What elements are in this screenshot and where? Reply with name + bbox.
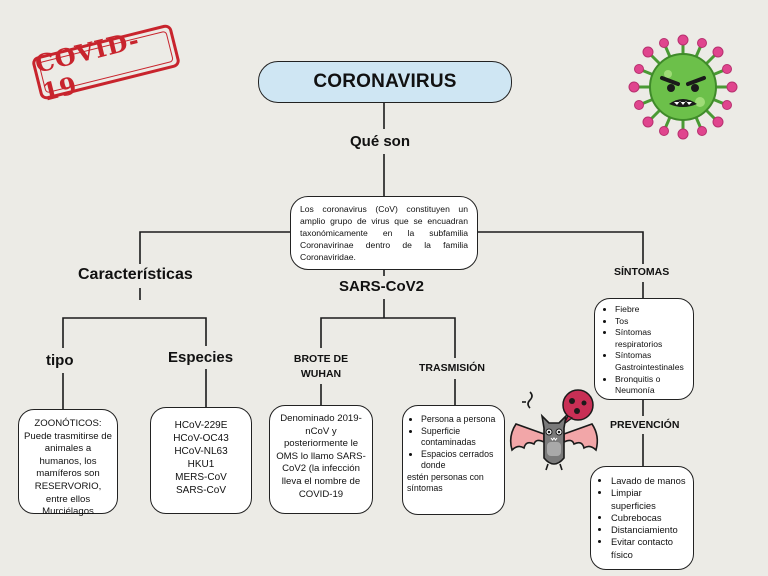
sintoma-item: Bronquitis o Neumonía bbox=[615, 374, 689, 397]
especie-item: SARS-CoV bbox=[175, 485, 226, 496]
sintoma-item: Tos bbox=[615, 316, 689, 328]
prevencion-item: Distanciamiento bbox=[611, 524, 689, 536]
trasmision-box: Persona a personaSuperficie contaminadas… bbox=[402, 405, 505, 515]
trasmision-label: TRASMISIÓN bbox=[419, 362, 485, 374]
definition-box: Los coronavirus (CoV) constituyen un amp… bbox=[290, 196, 478, 270]
trasmision-item: Persona a persona bbox=[421, 414, 500, 426]
prevencion-item: Lavado de manos bbox=[611, 475, 689, 487]
especie-item: HKU1 bbox=[187, 459, 215, 470]
tipo-text: ZOONÓTICOS: Puede trasmitirse de animale… bbox=[24, 418, 112, 518]
especie-item: HCoV-OC43 bbox=[173, 433, 229, 444]
sintoma-item: Síntomas respiratorios bbox=[615, 327, 689, 350]
trasmision-list: Persona a personaSuperficie contaminadas… bbox=[407, 414, 500, 472]
prevencion-label: PREVENCIÓN bbox=[610, 419, 680, 431]
prevencion-box: Lavado de manosLimpiar superficiesCubreb… bbox=[590, 466, 694, 570]
especies-label: Especies bbox=[168, 349, 234, 366]
trasmision-extra: estén personas con síntomas bbox=[407, 471, 484, 494]
especie-item: MERS-CoV bbox=[175, 472, 227, 483]
especie-item: HCoV-NL63 bbox=[174, 446, 228, 457]
sintomas-label: SÍNTOMAS bbox=[614, 266, 670, 278]
tipo-label: tipo bbox=[46, 352, 74, 369]
brote-text: Denominado 2019-nCoV y posteriormente le… bbox=[276, 413, 366, 500]
trasmision-item: Superficie contaminadas bbox=[421, 426, 500, 449]
especie-item: HCoV-229E bbox=[174, 420, 228, 431]
prevencion-item: Evitar contacto físico bbox=[611, 536, 689, 561]
sintomas-box: FiebreTosSíntomas respiratoriosSíntomas … bbox=[594, 298, 694, 400]
sintomas-list: FiebreTosSíntomas respiratoriosSíntomas … bbox=[601, 304, 689, 397]
sintoma-item: Fiebre bbox=[615, 304, 689, 316]
tipo-box: ZOONÓTICOS: Puede trasmitirse de animale… bbox=[18, 409, 118, 517]
brote-box: Denominado 2019-nCoV y posteriormente le… bbox=[269, 405, 373, 514]
page-title: CORONAVIRUS bbox=[313, 71, 457, 92]
que-son-label: Qué son bbox=[350, 133, 411, 150]
brote-label: BROTE DE WUHAN bbox=[293, 353, 349, 380]
prevencion-item: Limpiar superficies bbox=[611, 487, 689, 512]
bat-icon bbox=[509, 389, 599, 471]
trasmision-item: Espacios cerrados donde bbox=[421, 449, 500, 472]
sintoma-item: Síntomas Gastrointestinales bbox=[615, 350, 689, 373]
definition-text: Los coronavirus (CoV) constituyen un amp… bbox=[300, 204, 468, 262]
prevencion-item: Cubrebocas bbox=[611, 512, 689, 524]
sars-label: SARS-CoV2 bbox=[339, 278, 425, 295]
title-box: CORONAVIRUS bbox=[258, 61, 512, 103]
prevencion-list: Lavado de manosLimpiar superficiesCubreb… bbox=[597, 475, 689, 561]
virus-icon bbox=[628, 34, 738, 140]
caracteristicas-label: Características bbox=[78, 266, 193, 283]
